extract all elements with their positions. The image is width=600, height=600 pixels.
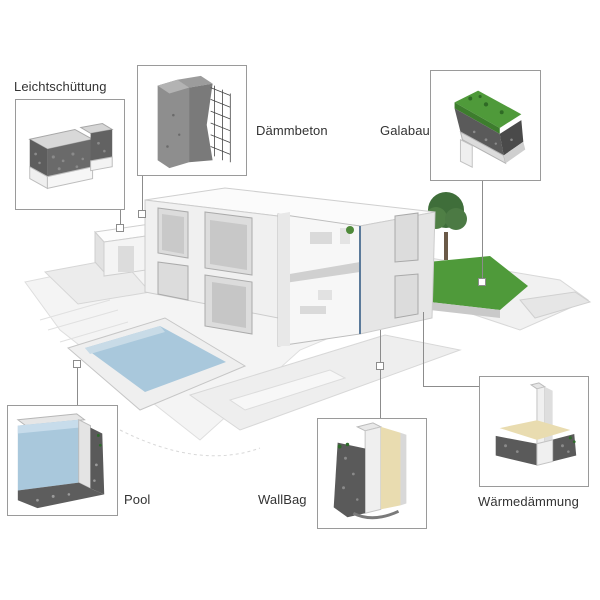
- path-strip-2: [228, 369, 347, 411]
- callout-card-leichtschuttung: [15, 99, 125, 210]
- leader-line: [120, 210, 121, 232]
- lawn-edge: [430, 302, 500, 318]
- galabau-illustration: [454, 90, 526, 169]
- right-steps: [519, 291, 592, 319]
- leichtschuttung-illustration: [28, 123, 114, 190]
- callout-label-dammbeton: Dämmbeton: [256, 123, 328, 138]
- callout-card-galabau: [430, 70, 541, 181]
- window: [157, 261, 189, 301]
- warmedammung-illustration: [495, 382, 577, 467]
- leader-line: [77, 362, 78, 406]
- callout-label-pool: Pool: [124, 492, 151, 507]
- leader-pin: [138, 210, 146, 218]
- dammbeton-illustration: [157, 75, 231, 169]
- leader-line: [423, 312, 424, 386]
- callout-label-warmedammung: Wärmedämmung: [478, 494, 579, 509]
- pool-illustration: [16, 413, 105, 509]
- leader-line: [142, 175, 143, 215]
- callout-card-dammbeton: [137, 65, 247, 176]
- leader-line: [380, 330, 381, 418]
- wallbag-illustration: [333, 422, 407, 520]
- callout-card-warmedammung: [479, 376, 589, 487]
- leader-pin: [116, 224, 124, 232]
- callout-card-pool: [7, 405, 118, 516]
- leader-line: [423, 386, 479, 387]
- leader-pin: [478, 278, 486, 286]
- window: [394, 273, 419, 319]
- leader-pin: [73, 360, 81, 368]
- tree-trunk: [444, 232, 448, 260]
- window: [394, 212, 419, 263]
- leader-pin: [376, 362, 384, 370]
- callout-label-galabau: Galabau: [380, 123, 430, 138]
- callout-card-wallbag: [317, 418, 427, 529]
- floor-slab: [278, 262, 360, 284]
- callout-label-leichtschuttung: Leichtschüttung: [14, 79, 107, 94]
- leader-line: [482, 180, 483, 280]
- callout-label-wallbag: WallBag: [258, 492, 307, 507]
